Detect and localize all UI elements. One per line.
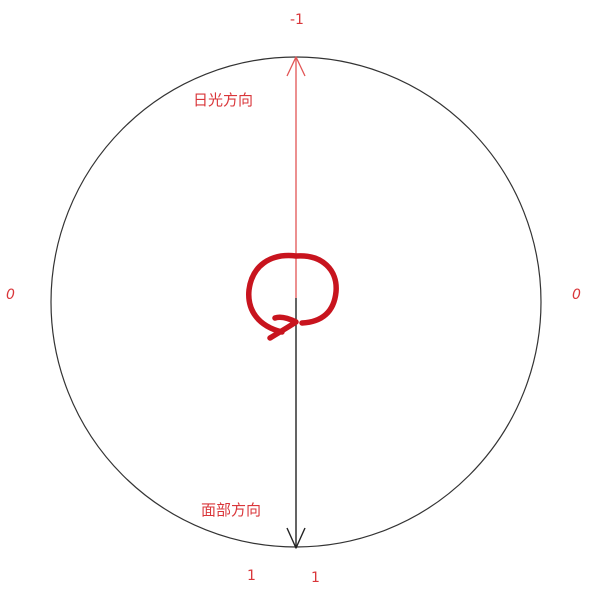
rotation-mark — [246, 252, 339, 341]
label-right-value: 0 — [572, 287, 581, 303]
label-bottom-left-value: 1 — [247, 568, 256, 584]
sunlight-direction-arrowhead — [286, 56, 306, 77]
label-sunlight-direction: 日光方向 — [193, 91, 254, 109]
face-direction-arrowhead — [286, 527, 306, 549]
label-face-direction: 面部方向 — [201, 501, 262, 519]
label-left-value: 0 — [6, 287, 15, 303]
label-top-value: -1 — [290, 12, 304, 28]
label-bottom-right-value: 1 — [311, 570, 320, 586]
